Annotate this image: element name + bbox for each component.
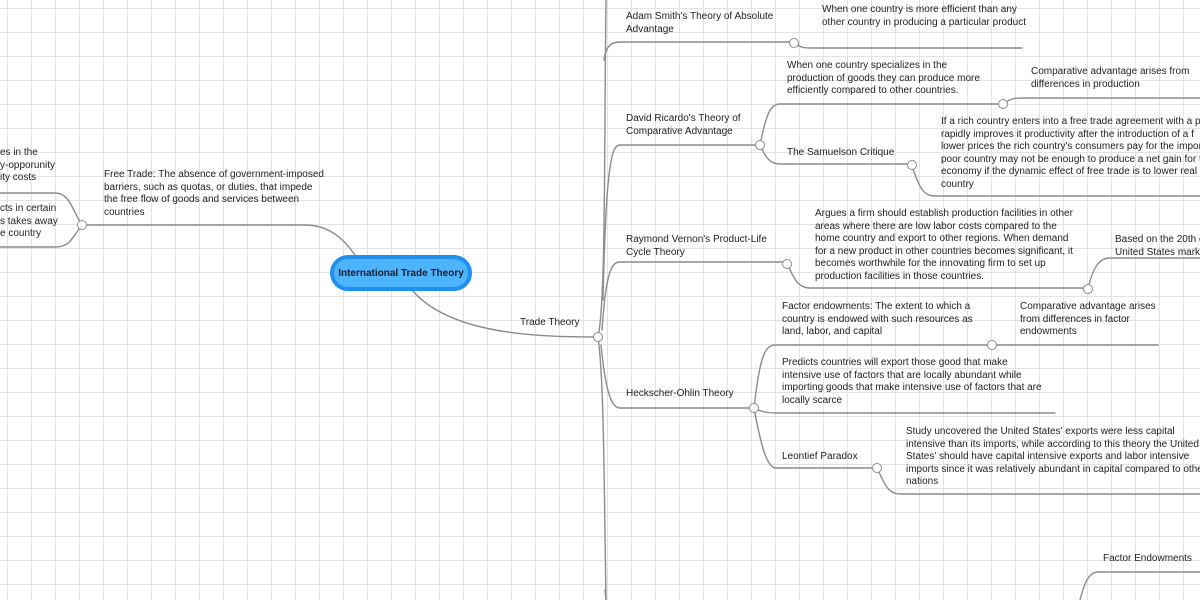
topic-ricardo[interactable]: David Ricardo's Theory of Comparative Ad… <box>626 113 741 137</box>
topic-hecksher-factor[interactable]: Factor endowments: The extent to which a… <box>782 301 973 337</box>
collapse-knob-vernon-note[interactable] <box>1083 284 1093 294</box>
topic-samuelson-note-l5[interactable]: economy if the dynamic effect of free tr… <box>941 166 1198 177</box>
collapse-knob-factor[interactable] <box>987 340 997 350</box>
connector-factor-endowments <box>604 589 607 600</box>
topic-leontief-note-l4[interactable]: imports since it was relatively abundant… <box>906 463 1200 475</box>
topic-ricardo-spec[interactable]: When one country specializes in the prod… <box>787 60 980 96</box>
connector-root-trade-theory <box>411 289 599 338</box>
topic-samuelson-note-l2[interactable]: rapidly improves it productivity after t… <box>941 128 1194 140</box>
topic-samuelson-note-l3[interactable]: lower prices the rich country's consumer… <box>941 141 1200 152</box>
topic-partial-a-line1[interactable]: es in the <box>0 147 38 158</box>
topic-vernon[interactable]: Raymond Vernon's Product-Life Cycle Theo… <box>626 234 767 258</box>
topic-samuelson-note-l1[interactable]: If a rich country enters into a free tra… <box>941 116 1200 127</box>
connector-trunk-lower <box>597 336 607 600</box>
topic-partial-a-line3[interactable]: ity costs <box>0 172 37 183</box>
topic-vernon-child-l2[interactable]: United States marke <box>1115 246 1200 258</box>
connector-vernon <box>601 261 787 331</box>
connector-smith-note <box>794 42 1023 49</box>
collapse-knob-vernon[interactable] <box>782 259 792 269</box>
topic-samuelson[interactable]: The Samuelson Critique <box>787 147 895 158</box>
topic-leontief-note-l1[interactable]: Study uncovered the United States' expor… <box>906 426 1175 437</box>
topic-hecksher-factor-child[interactable]: Comparative advantage arises from differ… <box>1020 301 1156 337</box>
connector-ricardo-spec <box>759 103 1003 146</box>
topic-trade-theory[interactable]: Trade Theory <box>520 317 580 328</box>
connector-hecksher <box>600 344 755 409</box>
topic-leontief[interactable]: Leontief Paradox <box>782 451 858 462</box>
topic-hecksher[interactable]: Heckscher-Ohlin Theory <box>626 388 734 399</box>
collapse-knob-leontief[interactable] <box>872 463 882 473</box>
topic-leontief-note-l2[interactable]: intensive than its imports, while accord… <box>906 438 1199 450</box>
topic-ricardo-spec-child[interactable]: Comparative advantage arises from differ… <box>1031 66 1190 90</box>
topic-samuelson-note-l4[interactable]: poor country may not be enough to produc… <box>941 153 1200 165</box>
connector-leontief-note <box>877 469 1200 495</box>
connector-vernon-child <box>1087 257 1200 289</box>
topic-partial-b-line3[interactable]: e country <box>0 228 42 239</box>
topic-samuelson-note-l6[interactable]: country <box>941 178 974 190</box>
topic-leontief-note-l5[interactable]: nations <box>906 476 939 487</box>
collapse-knob-smith[interactable] <box>789 38 799 48</box>
collapse-knob-trade-theory[interactable] <box>593 332 603 342</box>
connector-vernon-note <box>787 264 1089 289</box>
topic-hecksher-predicts[interactable]: Predicts countries will export those goo… <box>782 357 1042 406</box>
collapse-knob-ricardo[interactable] <box>755 140 765 150</box>
collapse-knob-spec[interactable] <box>998 99 1008 109</box>
collapse-knob-free-trade[interactable] <box>77 220 87 230</box>
topic-factor-endowments[interactable]: Factor Endowments <box>1103 553 1192 564</box>
connector-trunk <box>597 0 607 338</box>
topic-partial-a-line2[interactable]: y-opporunity <box>0 159 56 171</box>
collapse-knob-hecksher[interactable] <box>749 403 759 413</box>
topic-partial-b-line2[interactable]: s takes away <box>0 215 58 227</box>
connector-factor-endowments-branch <box>1079 571 1200 600</box>
topic-vernon-child-l1[interactable]: Based on the 20th c <box>1115 234 1200 245</box>
topic-partial-b-line1[interactable]: cts in certain <box>0 203 57 214</box>
topic-free-trade[interactable]: Free Trade: The absence of government-im… <box>104 169 324 218</box>
central-topic[interactable]: International Trade Theory <box>330 255 472 291</box>
topic-smith[interactable]: Adam Smith's Theory of Absolute Advantag… <box>626 11 774 35</box>
connector-spec-child <box>1003 97 1200 105</box>
topic-vernon-note[interactable]: Argues a firm should establish productio… <box>815 208 1073 282</box>
connector-root-free-trade <box>81 224 359 261</box>
connector-ricardo <box>602 144 761 301</box>
central-topic-label: International Trade Theory <box>338 267 464 279</box>
collapse-knob-samuelson[interactable] <box>907 160 917 170</box>
connector-hecksher-factor <box>753 344 993 409</box>
topic-leontief-note-l3[interactable]: States' should have capital intensive ex… <box>906 451 1190 462</box>
connector-hecksher-leontief <box>753 407 877 469</box>
topic-smith-note[interactable]: When one country is more efficient than … <box>822 4 1027 28</box>
connector-samuelson-note <box>911 165 1200 197</box>
connector-smith <box>603 41 793 61</box>
connector-hecksher-predicts <box>753 407 1056 414</box>
